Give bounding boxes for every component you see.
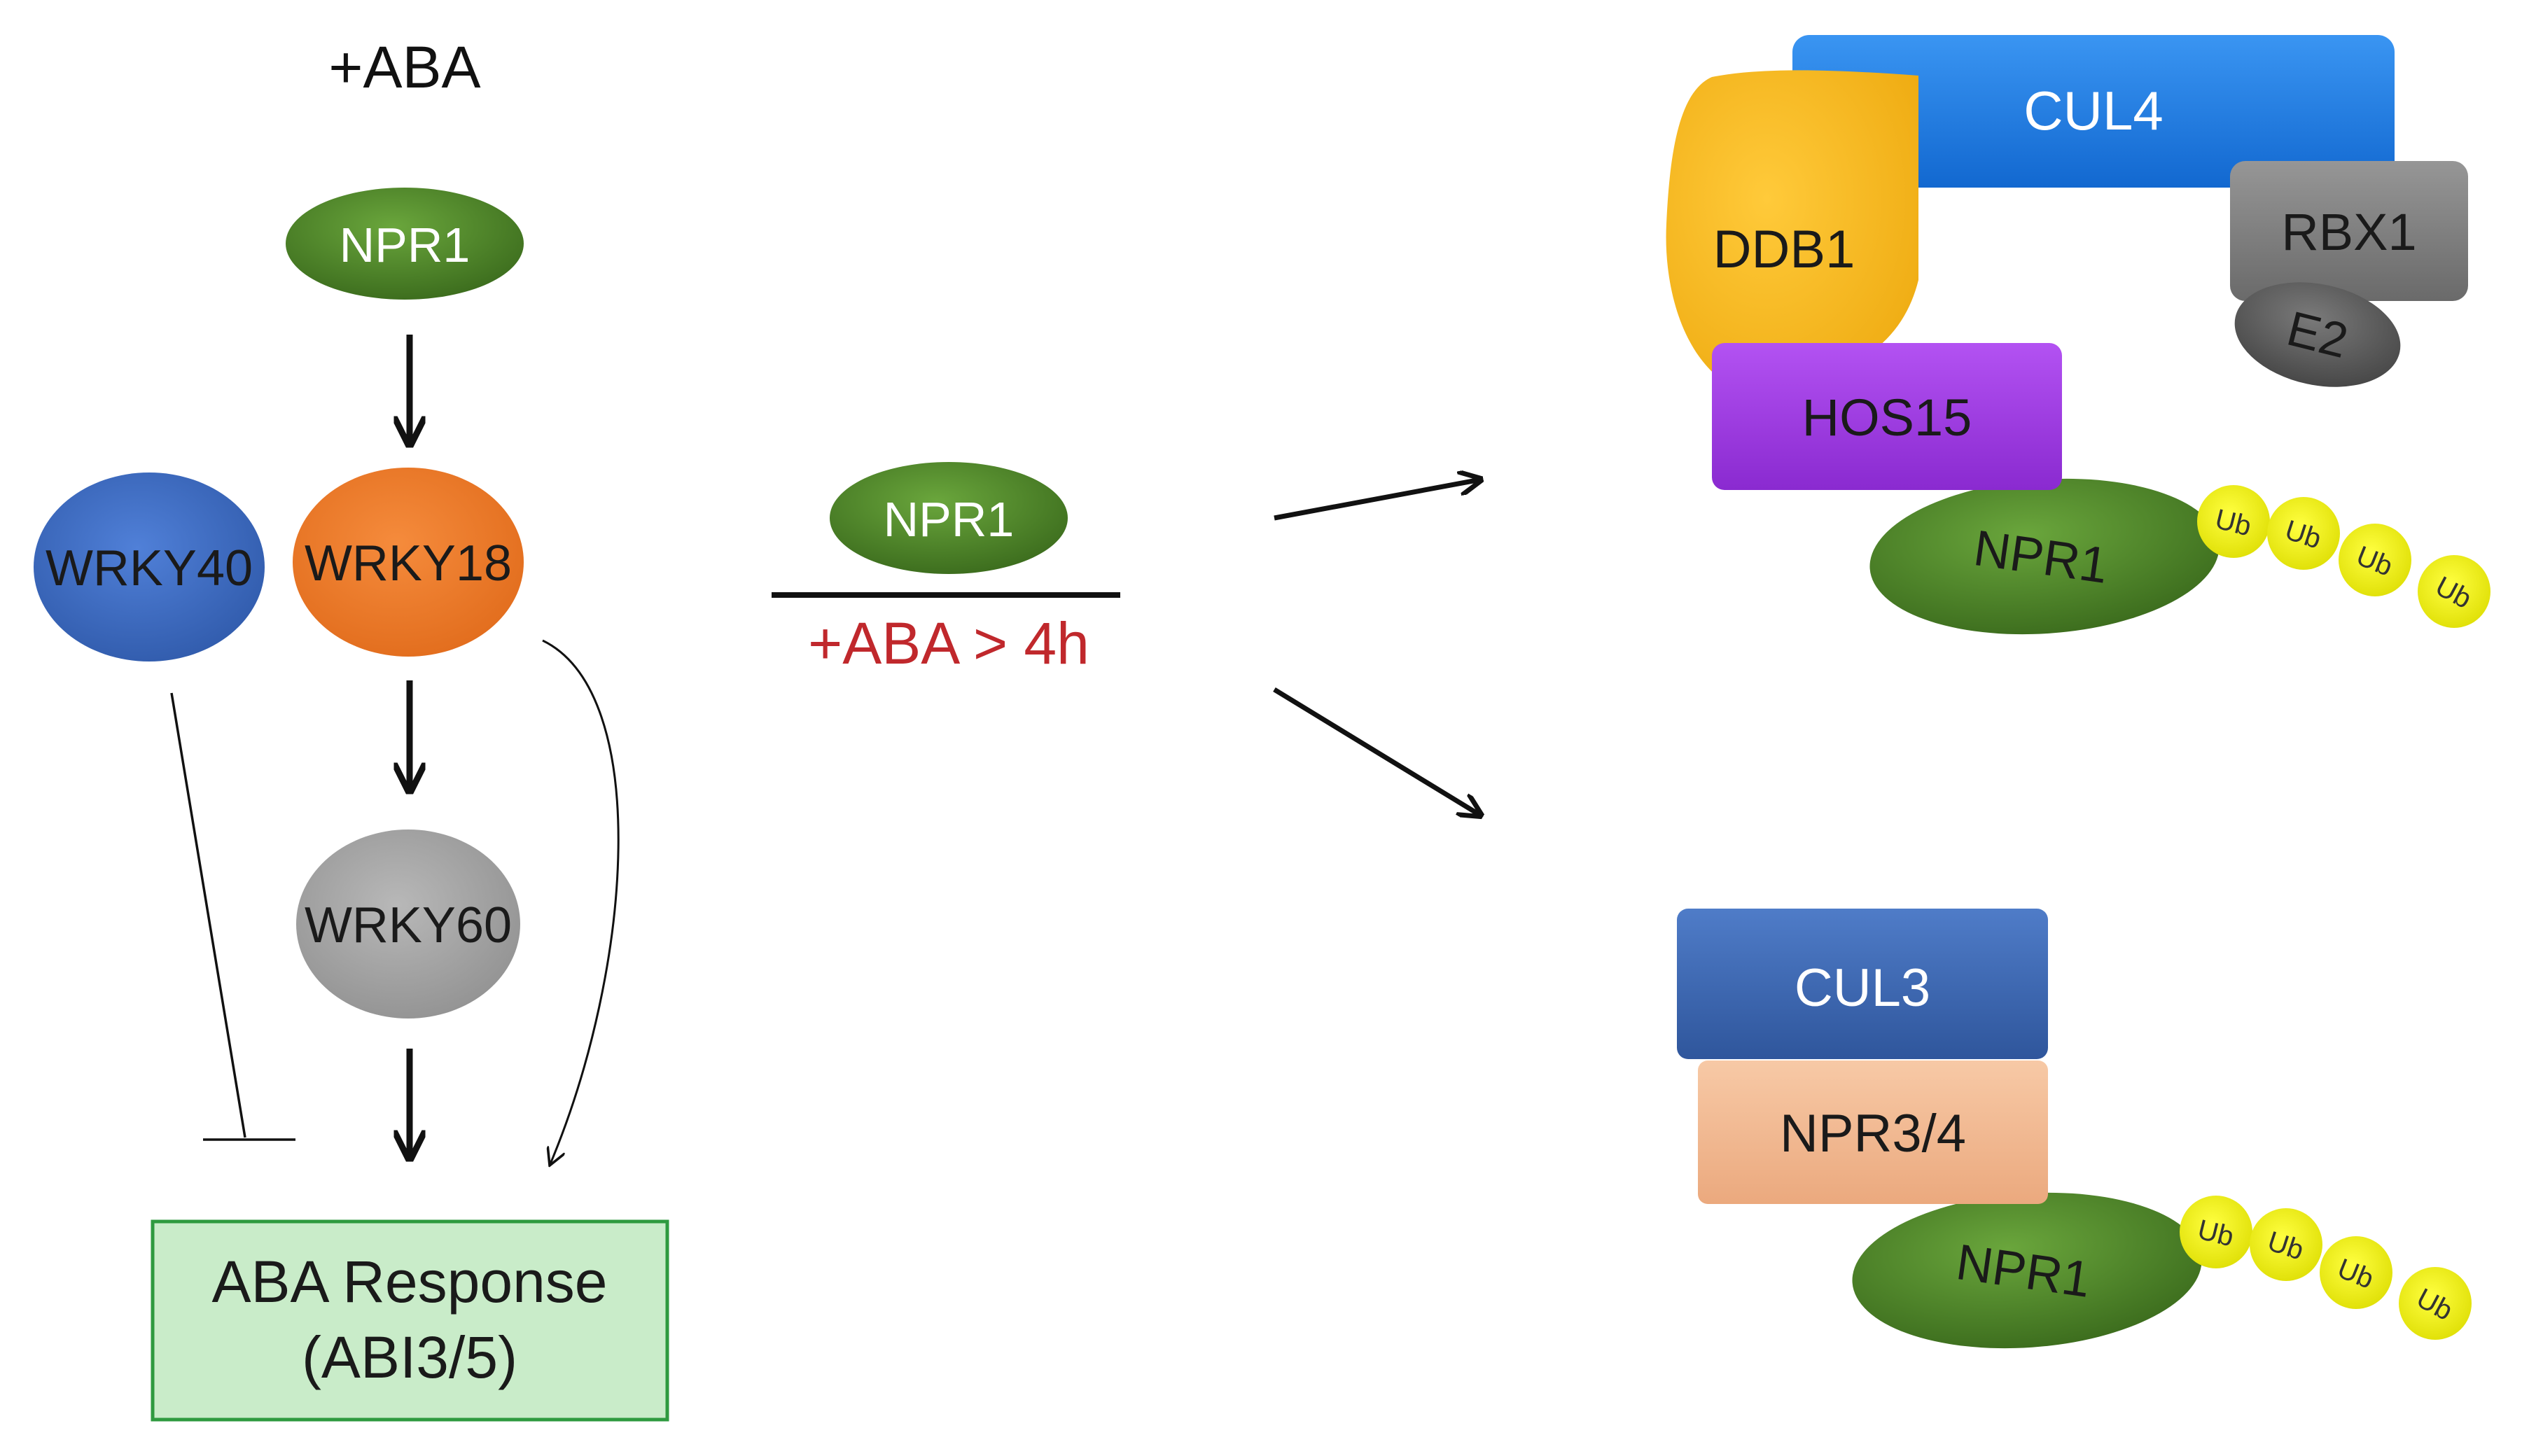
npr34-node: NPR3/4 [1698,1060,2048,1204]
cul4-complex: CUL4 DDB1 RBX1 E2 NPR1 HOS15 Ub [1666,35,2490,635]
npr1-node-left: NPR1 [286,188,524,300]
hos15-label: HOS15 [1802,388,1972,447]
ub-node: Ub [2399,1267,2472,1340]
ubiquitin-chain-cul4: Ub Ub Ub Ub [2197,485,2490,628]
aba-response-label: ABA Response [211,1249,607,1315]
rbx1-label: RBX1 [2281,203,2416,261]
wrky60-node: WRKY60 [296,830,520,1018]
cul4-bar: CUL4 [1792,35,2395,188]
ddb1-node: DDB1 [1666,70,1918,393]
left-pathway: +ABA NPR1 WRKY40 WRKY18 WRKY60 ABA R [34,34,669,1422]
ddb1-label: DDB1 [1713,220,1855,279]
wrky40-label: WRKY40 [46,540,253,596]
rbx1-node: RBX1 [2230,161,2468,301]
arrow-wrky18-to-response-curve [542,639,620,1166]
npr1-node-cul3: NPR1 [1852,1192,2202,1349]
condition-label: +ABA > 4h [808,610,1089,676]
ub-node: Ub [2267,497,2340,570]
e2-node: E2 [2234,282,2401,387]
npr1-label-left: NPR1 [340,218,471,272]
npr1-node-cul4: NPR1 [1869,478,2220,635]
center-condition: NPR1 +ABA > 4h [772,462,1481,816]
ub-node: Ub [2339,524,2411,596]
cul3-complex: NPR1 CUL3 NPR3/4 Ub Ub Ub [1677,909,2472,1349]
ub-node: Ub [2197,485,2270,558]
ubiquitin-chain-cul3: Ub Ub Ub Ub [2180,1196,2472,1340]
arrow-to-cul3-complex [1273,687,1481,816]
hos15-node: HOS15 [1712,343,2062,490]
cul3-label: CUL3 [1795,958,1930,1018]
ub-node: Ub [2320,1236,2392,1309]
ub-node: Ub [2250,1208,2322,1281]
aba-response-genes: (ABI3/5) [302,1324,517,1390]
cul3-node: CUL3 [1677,909,2048,1059]
treatment-label: +ABA [328,34,480,100]
npr1-label-center: NPR1 [884,492,1015,547]
aba-response-box: ABA Response (ABI3/5) [151,1219,669,1422]
ub-node: Ub [2418,555,2490,628]
wrky60-label: WRKY60 [305,897,512,953]
wrky18-node: WRKY18 [293,468,524,657]
wrky40-node: WRKY40 [34,472,265,662]
ub-node: Ub [2180,1196,2252,1268]
arrow-to-cul4-complex [1274,479,1481,521]
npr34-label: NPR3/4 [1780,1104,1966,1163]
wrky40-inhibition [170,692,295,1141]
wrky18-label: WRKY18 [305,536,512,592]
cul4-label: CUL4 [2023,80,2163,141]
npr1-node-center: NPR1 [830,462,1068,574]
